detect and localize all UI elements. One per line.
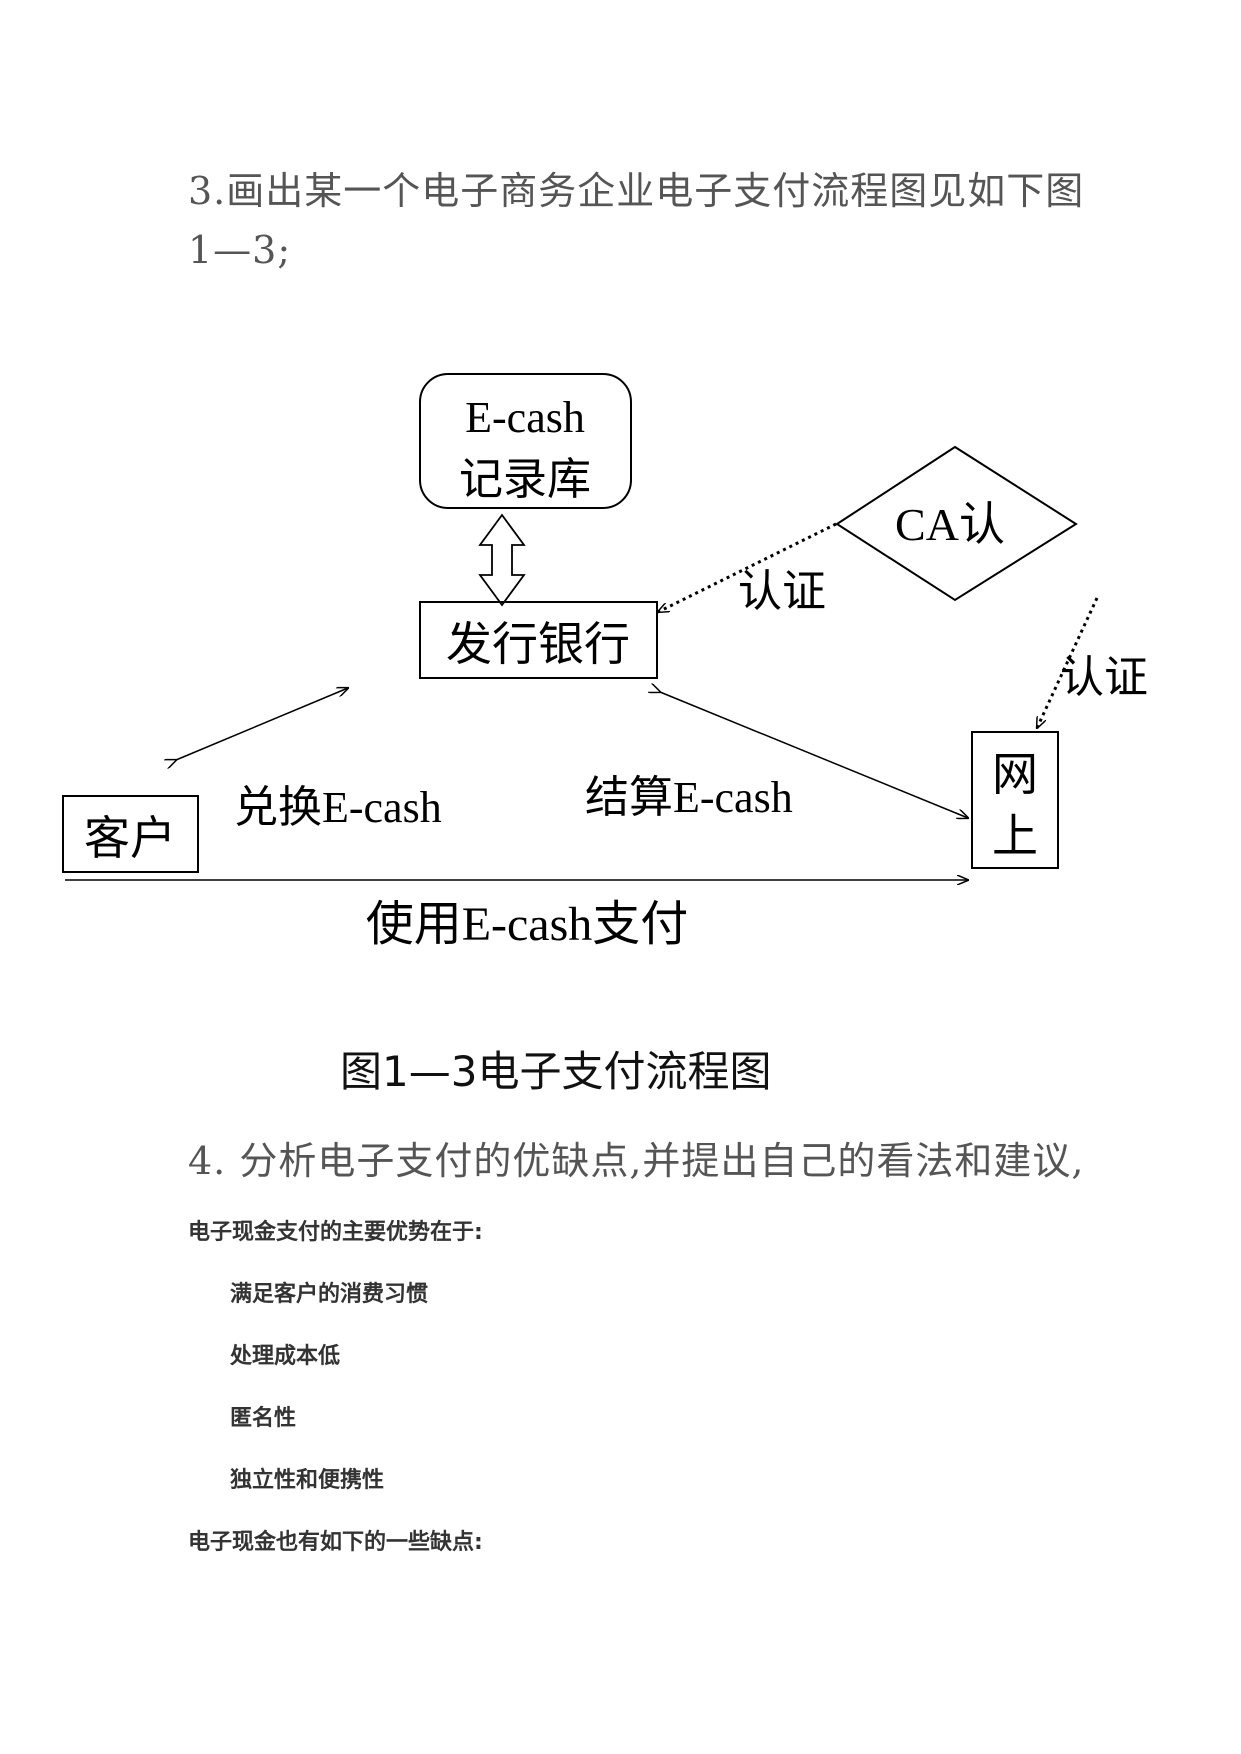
ecash-database-label-line2: 记录库: [459, 455, 591, 504]
settle-label: 结算E-cash: [585, 773, 793, 822]
online-box: [971, 731, 1059, 869]
question3-line2: 1—3;: [188, 228, 292, 272]
issuing-bank-label: 发行银行: [446, 619, 630, 670]
customer-box: [62, 795, 199, 873]
figure-caption: 图1—3电子支付流程图: [340, 1047, 772, 1096]
ca-label: CA认: [895, 499, 1005, 550]
advantage-item: 独立性和便携性: [230, 1468, 385, 1493]
disadvantages-heading: 电子现金也有如下的一些缺点:: [188, 1530, 483, 1555]
auth-to-online-arrow: [1035, 597, 1099, 728]
advantage-item: 匿名性: [230, 1406, 297, 1431]
double-arrow-db-bank: [478, 513, 526, 607]
payment-label: 使用E-cash支付: [366, 898, 689, 951]
issuing-bank-box: [419, 601, 658, 679]
ecash-database-label-line1: E-cash: [465, 393, 585, 442]
exchange-label: 兑换E-cash: [234, 783, 442, 832]
advantage-item: 满足客户的消费习惯: [230, 1282, 429, 1307]
ecash-database-box: [419, 373, 632, 509]
ca-diamond: [835, 445, 1078, 602]
customer-label: 客户: [84, 813, 176, 864]
auth-label-1: 认证: [738, 567, 826, 616]
question4-text: 4. 分析电子支付的优缺点,并提出自己的看法和建议,: [188, 1139, 1085, 1183]
advantage-item: 处理成本低: [230, 1344, 341, 1369]
auth-label-2: 认证: [1060, 653, 1148, 702]
advantages-heading: 电子现金支付的主要优势在于:: [188, 1220, 483, 1245]
bank-online-arrow: [660, 692, 968, 818]
ca-to-bank-arrow: [658, 522, 837, 614]
online-label-line1: 网: [992, 749, 1038, 800]
question3-line1: 3.画出某一个电子商务企业电子支付流程图见如下图: [188, 169, 1085, 213]
online-label-line2: 上: [992, 811, 1038, 862]
customer-bank-arrow: [176, 688, 348, 760]
